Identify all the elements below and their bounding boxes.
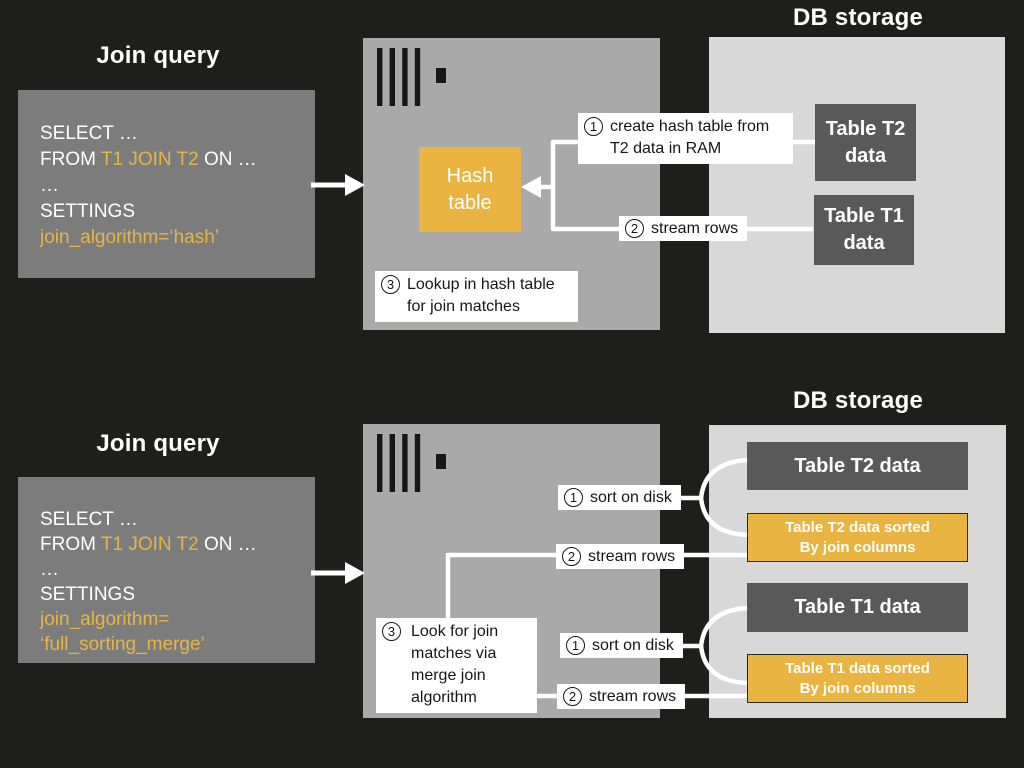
sql-join-tables: T1 JOIN T2 — [100, 149, 199, 170]
step-number-badge: 1 — [584, 117, 603, 136]
sql-join-algorithm-value: ‘full_sorting_merge’ — [40, 634, 205, 655]
query-box-bottom: SELECT … FROM T1 JOIN T2 ON … … SETTINGS… — [18, 477, 315, 663]
step3-line4: algorithm — [411, 689, 477, 706]
connector-sort-t1-up — [698, 605, 748, 648]
table-t2-sorted-box: Table T2 data sorted By join columns — [747, 513, 968, 562]
step1-text: create hash table from T2 data in RAM — [610, 116, 769, 160]
query-line: … — [40, 557, 315, 582]
query-line: join_algorithm=‘hash’ — [40, 225, 315, 251]
step-number-badge: 2 — [563, 687, 582, 706]
join-query-title-bottom: Join query — [96, 430, 220, 457]
sql-settings: SETTINGS — [40, 584, 136, 605]
arrowhead-query-to-ram-top — [345, 174, 365, 196]
table-t2-label: Table T2 data — [794, 454, 921, 477]
table-t2-data-box-top: Table T2 data — [815, 104, 916, 181]
table-t1-label-line2: data — [843, 232, 885, 254]
table-t1-sorted-line2: By join columns — [799, 679, 916, 697]
stream-rows-text: stream rows — [588, 548, 676, 565]
sql-on: ON … — [198, 149, 257, 170]
ram-barcode-icon — [377, 48, 446, 106]
db-storage-box-top — [709, 37, 1005, 333]
table-t2-label-line2: data — [844, 144, 887, 167]
arrowhead-to-hash-table — [521, 176, 541, 198]
step3-line1: Lookup in hash table — [407, 276, 555, 293]
query-line: SETTINGS — [40, 582, 315, 607]
step3-label-top: 3 Lookup in hash table for join matches — [375, 271, 578, 322]
table-t1-sorted-line1: Table T1 data sorted — [785, 659, 930, 677]
table-t2-data-box-bottom: Table T2 data — [747, 442, 968, 490]
hash-table-label-line2: table — [448, 191, 492, 214]
table-t1-data-box-top: Table T1 data — [814, 195, 914, 265]
table-t1-data-box-bottom: Table T1 data — [747, 583, 968, 632]
query-box-top: SELECT … FROM T1 JOIN T2 ON … … SETTINGS… — [18, 90, 315, 278]
step-number-badge: 1 — [566, 636, 585, 655]
step-number-badge: 3 — [381, 275, 400, 294]
query-line: FROM T1 JOIN T2 ON … — [40, 532, 315, 557]
step-number-badge: 2 — [625, 219, 644, 238]
step1-label-top: 1 create hash table from T2 data in RAM — [578, 113, 793, 164]
stream-rows-label-t1: 2 stream rows — [557, 684, 686, 709]
sql-ellipsis: … — [40, 559, 59, 580]
step3-line2: for join matches — [407, 298, 520, 315]
sql-from: FROM — [40, 149, 101, 170]
query-line: … — [40, 173, 315, 199]
step1-line1: create hash table from — [610, 118, 770, 135]
step2-label-top: 2 stream rows — [619, 216, 748, 241]
connector-sort-t2-down — [698, 496, 748, 538]
table-t2-sorted-line2: By join columns — [799, 538, 916, 556]
join-query-title-top: Join query — [96, 42, 220, 69]
step3-line2: matches via — [411, 645, 497, 662]
ram-barcode-icon — [377, 434, 446, 492]
step-number-badge: 3 — [382, 622, 401, 641]
sql-join-algorithm: join_algorithm= — [40, 609, 170, 630]
hash-table-box: Hash table — [419, 147, 521, 232]
step3-label-bottom: 3 Look for join matches via merge join a… — [376, 618, 537, 713]
stream-rows-label-t2: 2 stream rows — [556, 544, 685, 569]
step3-line1: Look for join — [411, 623, 499, 640]
query-line: SELECT … — [40, 507, 315, 532]
query-line: SELECT … — [40, 121, 315, 147]
sql-join-tables: T1 JOIN T2 — [100, 534, 199, 555]
step1-line2: T2 data in RAM — [610, 140, 722, 157]
query-line: join_algorithm= — [40, 607, 315, 632]
stream-rows-text: stream rows — [589, 688, 677, 705]
db-storage-title-bottom: DB storage — [792, 387, 924, 414]
hash-table-label-line1: Hash — [446, 164, 494, 187]
sql-settings: SETTINGS — [40, 201, 136, 222]
sort-on-disk-label-t1: 1 sort on disk — [560, 633, 683, 658]
sql-from: FROM — [40, 534, 101, 555]
query-line: SETTINGS — [40, 199, 315, 225]
sort-on-disk-label-t2: 1 sort on disk — [558, 485, 681, 510]
sort-on-disk-text: sort on disk — [590, 489, 672, 506]
sql-on: ON … — [198, 534, 257, 555]
sql-ellipsis: … — [40, 175, 59, 196]
db-storage-title-top: DB storage — [792, 4, 924, 31]
connector-sort-t2-up — [698, 457, 748, 500]
query-line: ‘full_sorting_merge’ — [40, 632, 315, 657]
table-t1-sorted-box: Table T1 data sorted By join columns — [747, 654, 968, 703]
table-t1-label: Table T1 data — [794, 596, 921, 618]
sql-select: SELECT … — [40, 123, 138, 144]
step2-text: stream rows — [651, 220, 739, 237]
arrowhead-query-to-ram-bottom — [345, 562, 365, 584]
connector-sort-t1-down — [698, 644, 748, 686]
step3-text: Look for join matches via merge join alg… — [411, 621, 498, 709]
table-t2-sorted-line1: Table T2 data sorted — [785, 518, 930, 536]
sql-join-algorithm-hash: join_algorithm=‘hash’ — [40, 227, 220, 248]
sql-select: SELECT … — [40, 509, 138, 530]
table-t2-label-line1: Table T2 — [825, 117, 906, 140]
step-number-badge: 2 — [562, 547, 581, 566]
query-line: FROM T1 JOIN T2 ON … — [40, 147, 315, 173]
sort-on-disk-text: sort on disk — [592, 637, 674, 654]
step3-text: Lookup in hash table for join matches — [407, 274, 555, 318]
step3-line3: merge join — [411, 667, 486, 684]
step-number-badge: 1 — [564, 488, 583, 507]
table-t1-label-line1: Table T1 — [824, 205, 904, 227]
